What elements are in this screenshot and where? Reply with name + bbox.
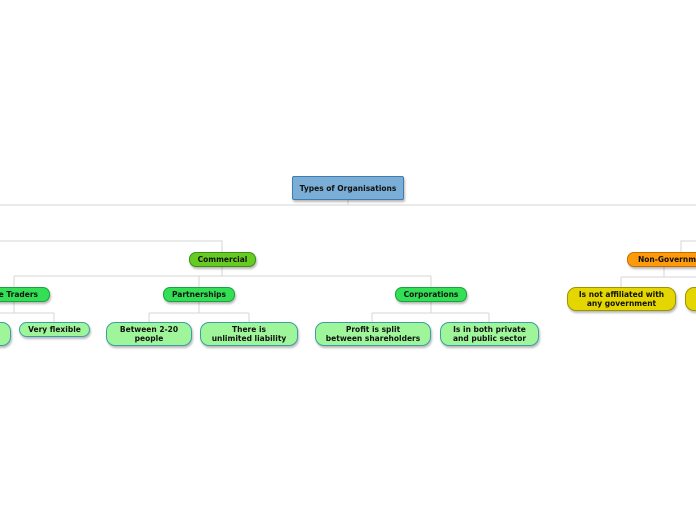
node-partnerships[interactable]: Partnerships bbox=[163, 287, 235, 302]
connector-root bbox=[0, 200, 696, 206]
connector-corporations-children bbox=[371, 301, 490, 322]
leaf-non-governmental-2[interactable] bbox=[685, 287, 696, 311]
leaf-between-2-20-people[interactable]: Between 2-20 people bbox=[106, 322, 192, 346]
node-non-governmental[interactable]: Non-Governmental bbox=[627, 252, 696, 267]
connector-commercial-children bbox=[13, 266, 432, 287]
root-node[interactable]: Types of Organisations bbox=[292, 176, 404, 200]
connector-sole-traders-children bbox=[0, 301, 55, 322]
leaf-private-public-sector[interactable]: Is in both private and public sector bbox=[440, 322, 539, 346]
node-sole-traders[interactable]: Sole Traders bbox=[0, 287, 50, 302]
connector-non-governmental bbox=[680, 240, 696, 252]
leaf-unlimited-liability[interactable]: There is unlimited liability bbox=[200, 322, 298, 346]
connector-partnerships-children bbox=[148, 301, 250, 322]
connector-commercial bbox=[0, 240, 223, 252]
leaf-not-affiliated-government[interactable]: Is not affiliated with any government bbox=[567, 287, 676, 311]
leaf-very-flexible[interactable]: Very flexible bbox=[19, 322, 90, 337]
node-commercial[interactable]: Commercial bbox=[189, 252, 256, 267]
leaf-profit-split[interactable]: Profit is split between shareholders bbox=[315, 322, 431, 346]
node-corporations[interactable]: Corporations bbox=[395, 287, 467, 302]
connector-non-governmental-children bbox=[620, 267, 696, 287]
